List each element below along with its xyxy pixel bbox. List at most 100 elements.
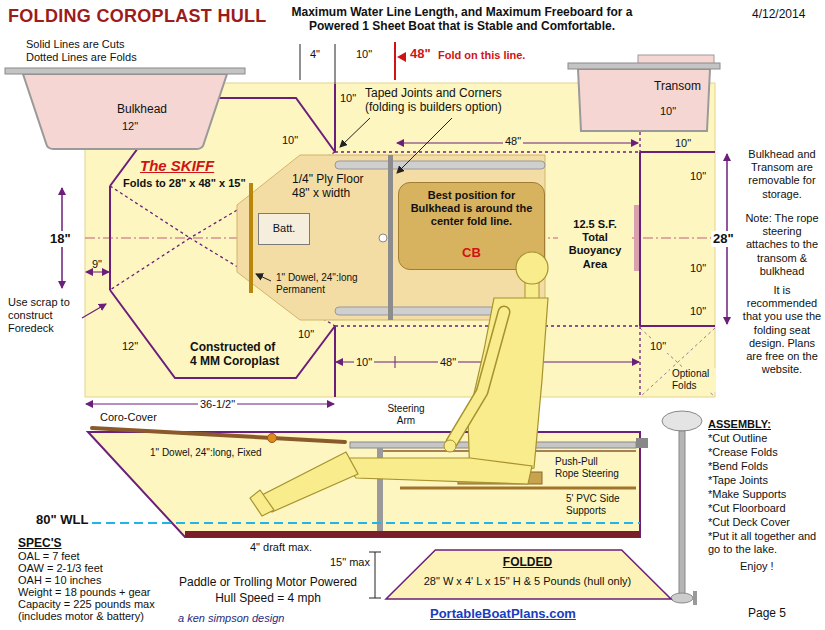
label-text: 28" bbox=[711, 231, 736, 247]
label-text: 10" bbox=[282, 134, 298, 147]
node-text: Bulkhead bbox=[117, 102, 167, 116]
leader-arrow bbox=[256, 274, 271, 281]
motor-bracket bbox=[636, 438, 648, 448]
label-text: 12" bbox=[122, 340, 138, 353]
label-text: 1" Dowel, 24":long Permanent bbox=[276, 272, 362, 296]
transom-shape-outline bbox=[568, 55, 720, 133]
person-arm-outline bbox=[452, 312, 504, 442]
optional-fold-lines bbox=[640, 328, 715, 397]
transom-body bbox=[578, 69, 710, 131]
transom-bar bbox=[634, 205, 639, 271]
label-text: Fold on this line. bbox=[438, 49, 525, 62]
label-text: Use scrap to construct Foredeck bbox=[8, 296, 78, 336]
node-text: Batt. bbox=[259, 222, 309, 235]
label-text: Coro-Cover bbox=[100, 411, 157, 424]
label-text: 80" WLL bbox=[36, 512, 88, 528]
label-text: 1" Dowel, 24":long, Fixed bbox=[150, 447, 262, 459]
seated-person bbox=[250, 252, 548, 516]
node-text: 28" W x 4' L x 15" H & 5 Pounds (hull on… bbox=[385, 575, 670, 588]
node-text: Folds to 28" x 48" x 15" bbox=[123, 177, 246, 190]
label-text: Push-Pull Rope Steering bbox=[555, 456, 621, 480]
plywood-floor: 1/4" Ply Floor 48" x widthBatt. Best posi… bbox=[237, 155, 545, 320]
label-text: 10" bbox=[340, 92, 356, 105]
floor-hole bbox=[379, 234, 387, 242]
label-text: Weight = 18 pounds + gear bbox=[18, 586, 151, 599]
center-fold-bar bbox=[388, 155, 393, 320]
label-text: (includes motor & battery) bbox=[18, 610, 144, 623]
title-text: FOLDING COROPLAST HULL bbox=[8, 6, 267, 28]
motor-head bbox=[662, 411, 702, 431]
label-text: Bulkhead and Transom are removable for s… bbox=[742, 148, 822, 201]
node-text: Best position for Bulkhead is around the… bbox=[403, 189, 540, 229]
label-text: 10" bbox=[675, 137, 691, 150]
label-text: 10" bbox=[298, 328, 314, 341]
person-shin bbox=[260, 452, 358, 512]
dowel-top-view bbox=[249, 183, 253, 293]
transom-shape: Transom 10" bbox=[568, 55, 720, 133]
label-text: Note: The rope steering attaches to the … bbox=[742, 212, 822, 278]
label-text: SPEC'S bbox=[18, 536, 62, 550]
label-text: OAW = 2-1/3 feet bbox=[18, 562, 103, 575]
motor-shaft bbox=[679, 431, 685, 595]
bulkhead-body bbox=[23, 74, 227, 149]
dowel-end bbox=[268, 434, 277, 443]
label-text: *Cut Deck Cover bbox=[708, 516, 790, 529]
label-text: 4" bbox=[310, 48, 320, 61]
label-text: 4" draft max. bbox=[250, 541, 312, 554]
water-line bbox=[92, 522, 640, 524]
label-text: *Cut Outline bbox=[708, 432, 767, 445]
label-text: *Put it all together and go to the lake. bbox=[708, 530, 820, 556]
label-text: 10" bbox=[690, 170, 706, 183]
label-text: Paddle or Trolling Motor Powered bbox=[168, 575, 368, 589]
label-text: 12" bbox=[122, 120, 138, 133]
label-text: 48" bbox=[503, 135, 523, 148]
label-text: ASSEMBLY: bbox=[708, 418, 771, 431]
label-text: 12.5 S.F. Total Buoyancy Area bbox=[558, 218, 632, 271]
motor-lower-unit bbox=[671, 593, 693, 603]
label-text: *Make Supports bbox=[708, 488, 786, 501]
label-text: OAL = 7 feet bbox=[18, 550, 80, 563]
label-text: *Cut Floorboard bbox=[708, 502, 786, 515]
label-text: Optional Folds bbox=[670, 368, 716, 392]
floor-outline bbox=[237, 155, 545, 320]
person-foot bbox=[250, 490, 274, 516]
hull-side-view bbox=[88, 432, 640, 537]
label-text: Capacity = 225 pounds max bbox=[18, 598, 155, 611]
label-text: It is recommended that you use the foldi… bbox=[742, 284, 822, 376]
label-text: *Bend Folds bbox=[708, 460, 768, 473]
battery-box: Batt. bbox=[258, 213, 310, 245]
label-text: OAH = 10 inches bbox=[18, 574, 101, 587]
label-text: Maximum Water Line Length, and Maximum F… bbox=[272, 5, 652, 34]
bulkhead-lip bbox=[5, 68, 245, 74]
label-text: Constructed of 4 MM Coroplast bbox=[190, 340, 283, 369]
pvc-support bbox=[400, 487, 636, 490]
node-text: Transom bbox=[654, 79, 701, 93]
label-text: 48" bbox=[410, 46, 431, 62]
label-text: 10" bbox=[354, 356, 374, 369]
node-text: 10" bbox=[660, 105, 676, 118]
floor-board-side bbox=[185, 531, 640, 537]
person-head bbox=[516, 252, 548, 284]
label-text: 15" max bbox=[330, 556, 370, 569]
label-text: 9" bbox=[92, 258, 102, 271]
fold-arrow bbox=[397, 52, 406, 62]
leader-arrow bbox=[397, 118, 452, 173]
person-hand bbox=[444, 440, 456, 452]
label-text: 5' PVC Side Supports bbox=[566, 493, 632, 517]
label-text: 36-1/2" bbox=[198, 398, 237, 411]
propeller bbox=[693, 591, 697, 605]
label-text: 18" bbox=[48, 231, 73, 247]
dimension-tick bbox=[395, 356, 396, 368]
label-text: 10" bbox=[648, 340, 668, 353]
label-text: 4/12/2014 bbox=[752, 7, 805, 21]
coro-cover bbox=[92, 428, 345, 442]
label-text: 10" bbox=[356, 48, 372, 61]
label-text: 10" bbox=[690, 305, 706, 318]
dimension-ticks bbox=[300, 44, 335, 84]
node-text: FOLDED bbox=[385, 555, 670, 569]
node-text: 1/4" Ply Floor 48" x width bbox=[292, 172, 380, 201]
leader-arrow bbox=[82, 304, 106, 318]
transom-lip bbox=[568, 63, 720, 69]
